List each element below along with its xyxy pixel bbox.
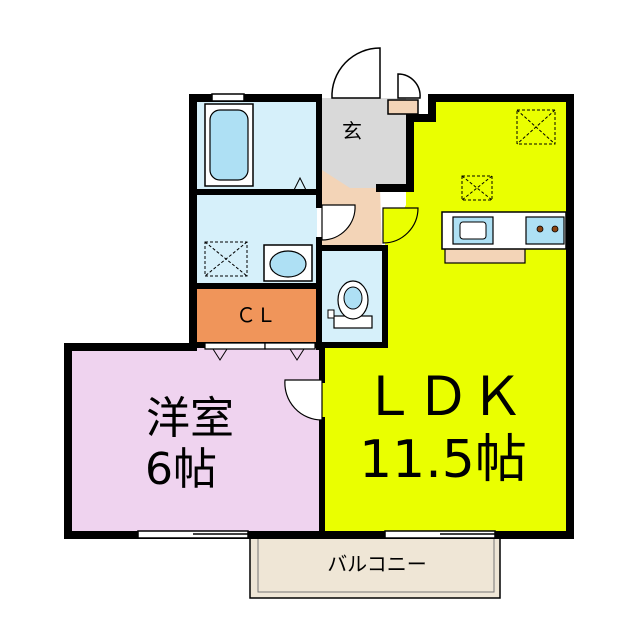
entrance-door (331, 47, 421, 99)
windows (137, 93, 496, 539)
door-pointers (212, 176, 307, 361)
western-room-name: 洋室 (146, 393, 234, 444)
appliance-space-icon (461, 109, 556, 201)
ldk-size: 11.5帖 (359, 430, 527, 490)
shoe-cabinet (387, 99, 419, 115)
ldk-name: ＬＤＫ (362, 365, 524, 428)
washer-space-icon (204, 241, 248, 277)
balcony (249, 530, 501, 599)
toilet-icon (327, 280, 373, 329)
genkan-label: 玄 (342, 119, 362, 143)
balcony-label: バルコニー (327, 552, 427, 576)
interior-doors (204, 190, 419, 421)
western-room (72, 347, 322, 531)
wash-basin-icon (263, 244, 313, 282)
closet (197, 288, 317, 342)
ldk-room (322, 98, 566, 531)
western-room-size: 6帖 (145, 444, 217, 495)
closet-label: ＣＬ (236, 303, 276, 327)
interior-walls (190, 95, 388, 535)
bathtub-icon (204, 103, 254, 187)
kitchen-counter-icon (441, 211, 567, 264)
